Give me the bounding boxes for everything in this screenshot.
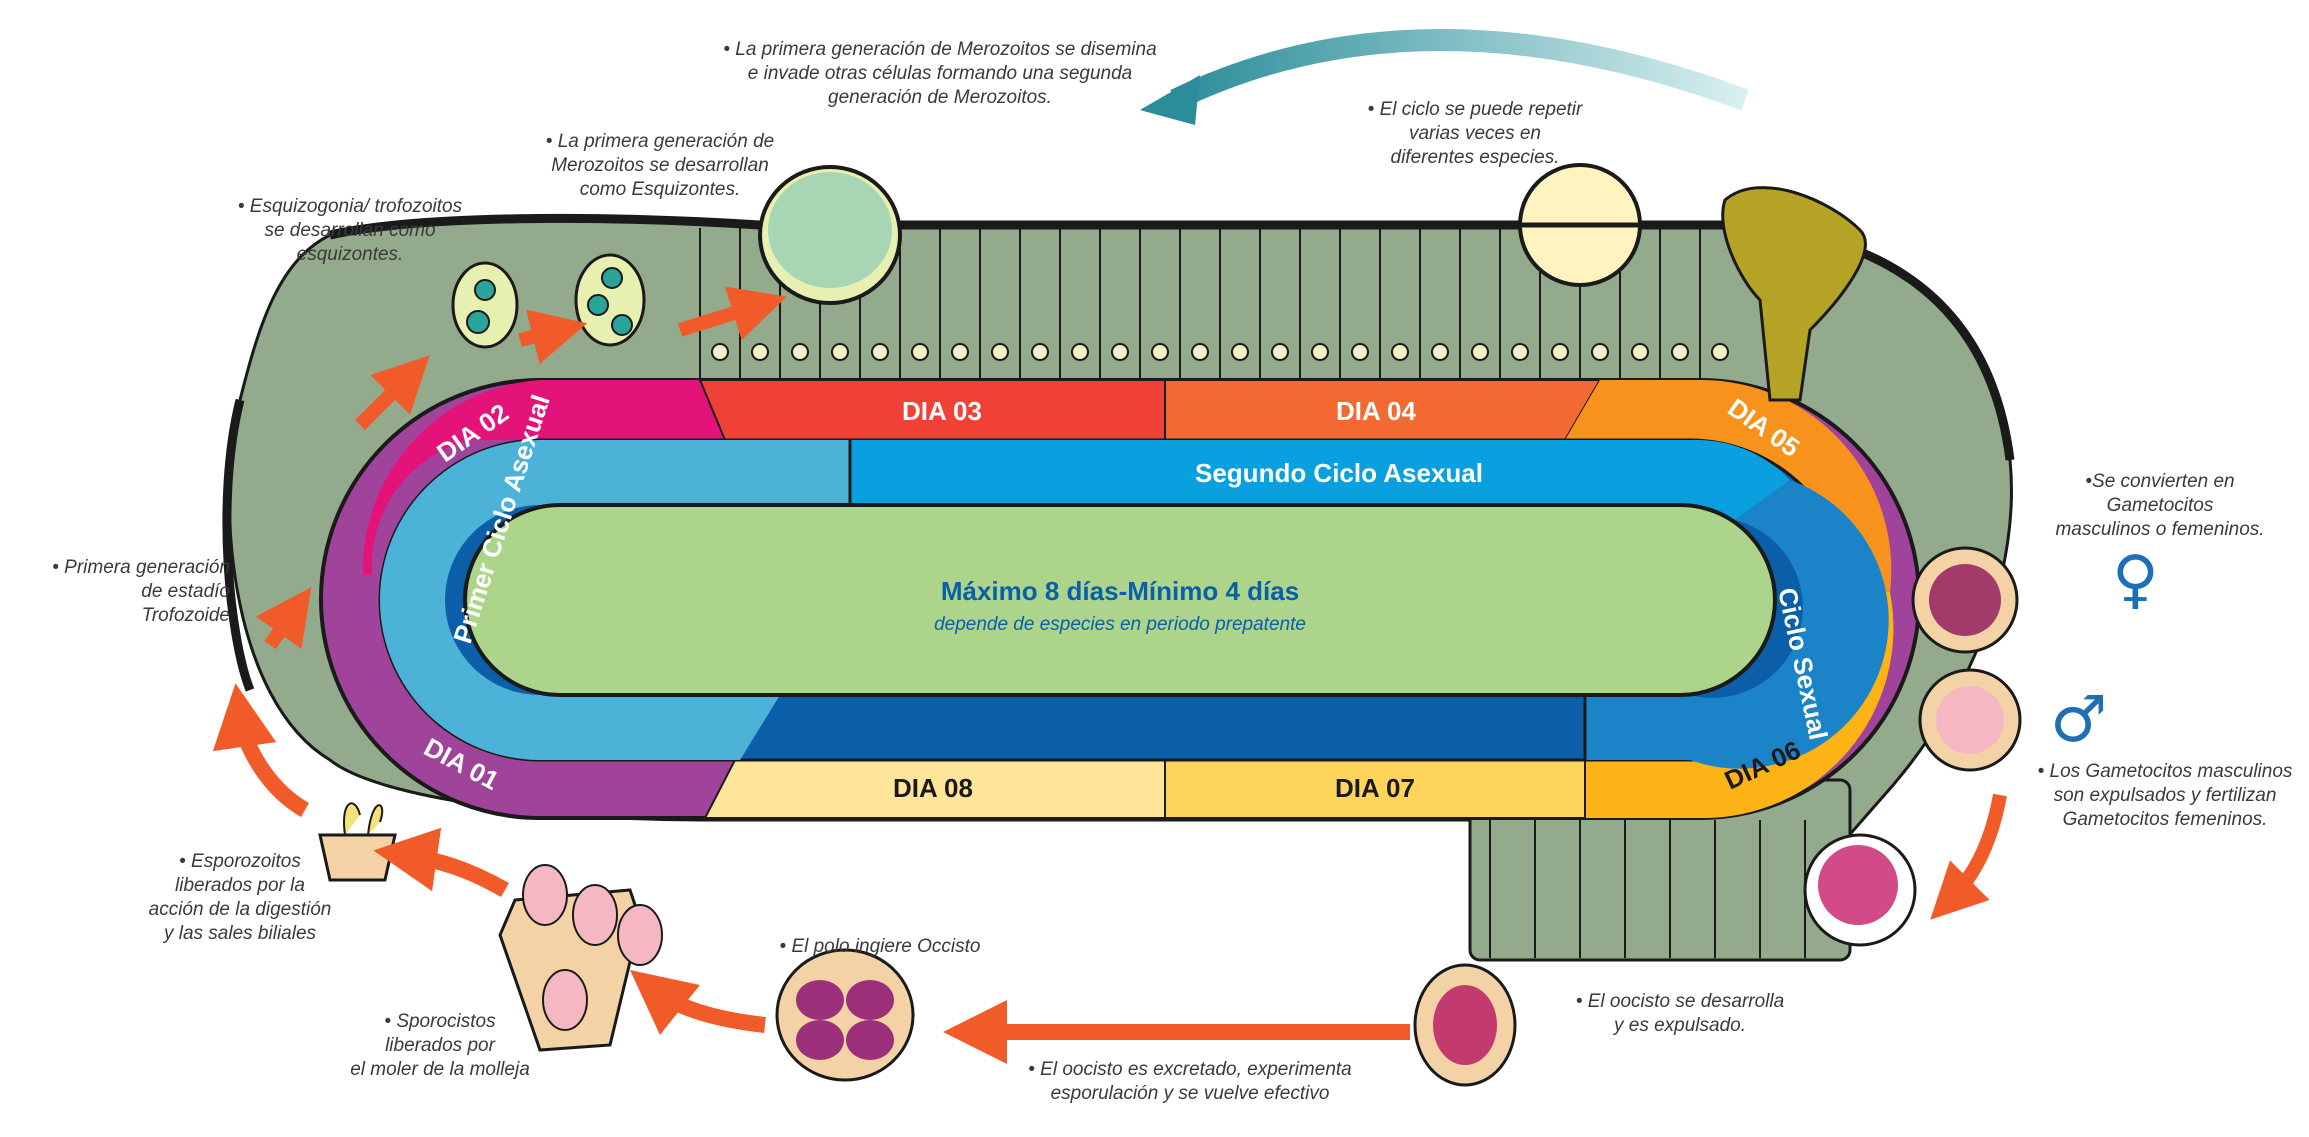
cell-nucleus	[1271, 343, 1289, 361]
cell-nucleus	[911, 343, 929, 361]
note-merozoitos-esquizontes: • La primera generación de Merozoitos se…	[545, 131, 775, 200]
center-subtitle: depende de especies en periodo prepatent…	[934, 614, 1306, 635]
cell-nucleus	[1671, 343, 1689, 361]
cell-nucleus	[1351, 343, 1369, 361]
schizonts	[451, 253, 646, 349]
label-dia-07: DIA 07	[1335, 773, 1415, 803]
sporocysts	[498, 864, 663, 1052]
cell-nucleus	[831, 343, 849, 361]
label-dia-03: DIA 03	[902, 396, 982, 426]
note-esporozoitos: • Esporozoitos liberados por la acción d…	[148, 851, 332, 944]
cycle-arrows	[212, 29, 2007, 1064]
segment-dia-05	[1565, 379, 1892, 592]
note-polo-ingiere: • El polo ingiere Occisto	[779, 936, 981, 957]
cell-nucleus	[1071, 343, 1089, 361]
band-second-cycle	[850, 439, 1790, 520]
label-second-cycle: Segundo Ciclo Asexual	[1195, 458, 1483, 488]
label-dia-04: DIA 04	[1336, 396, 1416, 426]
segment-dia-02	[362, 380, 725, 575]
cell-nucleus	[1151, 343, 1169, 361]
cell-nucleus	[1111, 343, 1129, 361]
cell-nucleus	[1511, 343, 1529, 361]
epithelium-membrane-left	[222, 398, 255, 692]
note-gametocitos: •Se convierten en Gametocitos masculinos…	[2055, 471, 2265, 540]
cell-nucleus	[1191, 343, 1209, 361]
cell-nucleus	[1631, 343, 1649, 361]
segment-dia-06	[1585, 592, 1894, 819]
female-symbol: ♀	[2112, 543, 2159, 617]
gametocyte-female	[1911, 546, 2019, 654]
arrow-trofozoide	[255, 587, 312, 650]
note-primera-generacion: • Primera generación de estadío Trofozoi…	[52, 557, 230, 626]
note-fertilizan: • Los Gametocitos masculinos son expulsa…	[2037, 761, 2293, 830]
cell-nucleus	[1431, 343, 1449, 361]
note-esquizogonia: • Esquizogonia/ trofozoitos se desarroll…	[237, 196, 463, 265]
sporulated-oocyst	[775, 948, 915, 1082]
oocyst-expelled	[1413, 963, 1517, 1087]
cell-nucleus	[1591, 343, 1609, 361]
note-oocisto-excretado: • El oocisto es excretado, experimenta e…	[1028, 1059, 1352, 1104]
note-oocisto-desarrolla: • El oocisto se desarrolla y es expulsad…	[1575, 991, 1785, 1036]
cell-nucleus	[951, 343, 969, 361]
cell-nucleus	[871, 343, 889, 361]
epithelium-membrane	[329, 213, 2015, 461]
cell-nucleus	[1391, 343, 1409, 361]
cell-nucleus	[751, 343, 769, 361]
cell-nucleus	[1711, 343, 1729, 361]
day-ring: DIA 01 DIA 02 DIA 03 DIA 04 DIA 05 DIA 0…	[319, 378, 1921, 820]
cell-nucleus	[1471, 343, 1489, 361]
cell-nucleus	[1311, 343, 1329, 361]
gametocyte-male	[1918, 668, 2022, 772]
note-ciclo-repetir: • El ciclo se puede repetir varias veces…	[1367, 99, 1583, 168]
cell-nuclei	[711, 343, 1729, 361]
large-schizont	[758, 165, 902, 305]
note-sporocistos: • Sporocistos liberados por el moler de …	[350, 1011, 530, 1080]
cell-nucleus	[711, 343, 729, 361]
center-panel	[463, 503, 1777, 697]
label-dia-08: DIA 08	[893, 773, 973, 803]
oocyst-schizont-day04	[1518, 163, 1642, 287]
male-symbol: ♂	[2050, 683, 2108, 757]
cell-nucleus	[791, 343, 809, 361]
cell-nucleus	[1031, 343, 1049, 361]
cell-nucleus	[1231, 343, 1249, 361]
merozoite-release-cell	[1721, 186, 1867, 402]
note-merozoitos-disemina: • La primera generación de Merozoitos se…	[723, 39, 1157, 108]
cell-nucleus	[1551, 343, 1569, 361]
center-title: Máximo 8 días-Mínimo 4 días	[941, 576, 1299, 606]
cell-nucleus	[991, 343, 1009, 361]
teal-return-arrow	[1170, 29, 1749, 111]
fertilization-cell	[1803, 833, 1917, 947]
